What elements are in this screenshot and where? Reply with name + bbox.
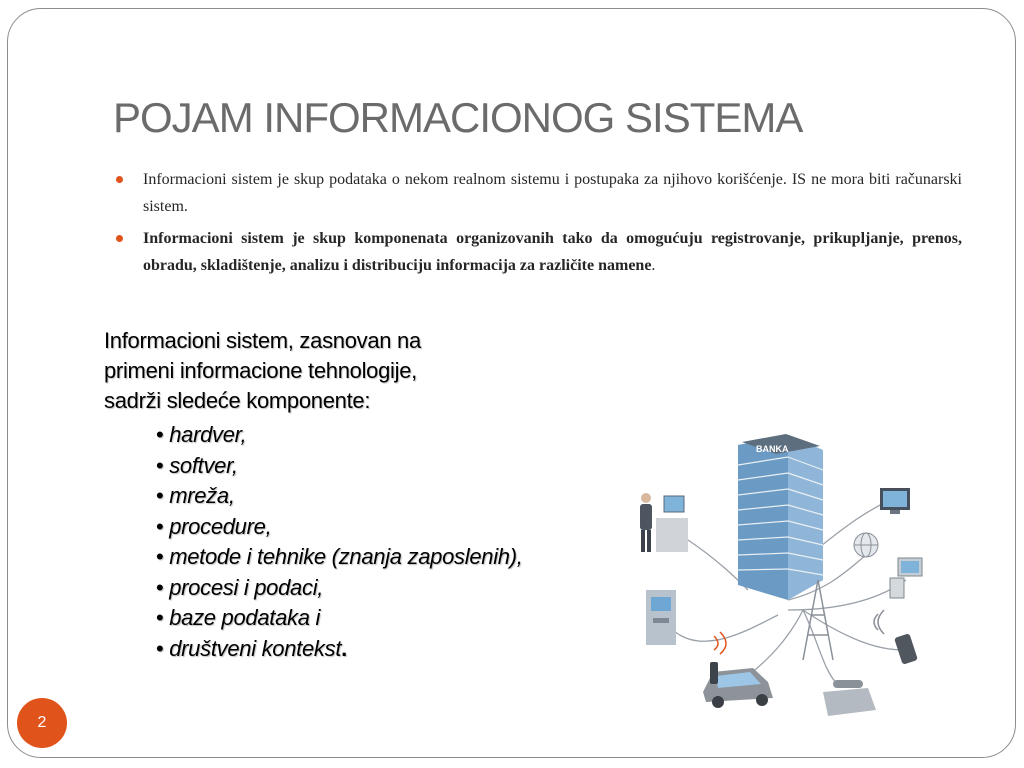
component-item: • hardver, xyxy=(156,422,247,447)
definition-item: Informacioni sistem je skup podataka o n… xyxy=(116,166,962,220)
page-number-badge: 2 xyxy=(17,698,67,748)
intro-line: primeni informacione tehnologije, xyxy=(104,358,417,383)
components-list: • hardver, • softver, • mreža, • procedu… xyxy=(156,420,523,664)
desk-phone-icon xyxy=(823,680,876,716)
component-text: mreža, xyxy=(169,483,235,508)
component-text: softver, xyxy=(169,452,238,478)
atm-icon xyxy=(646,590,676,645)
slide-title: POJAM INFORMACIONOG SISTEMA xyxy=(113,94,803,141)
component-end: . xyxy=(341,635,347,661)
intro-line: Informacioni sistem, zasnovan na xyxy=(104,328,421,353)
definition-item: Informacioni sistem je skup komponenata … xyxy=(116,225,962,279)
component-text: baze podataka i xyxy=(169,605,321,630)
component-item: • procesi i podaci, xyxy=(156,574,324,600)
smartphone-icon xyxy=(894,633,918,665)
component-text: društveni kontekst xyxy=(169,635,342,661)
component-item: • društveni kontekst. xyxy=(156,635,347,661)
component-text: metode i tehnike (znanja zaposlenih), xyxy=(169,544,523,569)
bank-building-icon: BANKA xyxy=(737,434,824,600)
desktop-computer-icon xyxy=(889,557,923,599)
intro-line: sadrži sledeće komponente: xyxy=(104,388,371,413)
globe-icon xyxy=(853,532,879,558)
monitor-icon xyxy=(880,488,910,514)
antenna-tower-icon xyxy=(802,579,834,661)
components-intro: Informacioni sistem, zasnovan na primeni… xyxy=(104,326,524,416)
bank-sign: BANKA xyxy=(756,444,789,454)
component-item: • softver, xyxy=(156,452,238,478)
component-item: • baze podataka i xyxy=(156,605,321,630)
network-illustration: BANKA xyxy=(640,434,923,716)
component-item: • procedure, xyxy=(156,513,272,539)
definition-text: Informacioni sistem je skup podataka o n… xyxy=(143,171,962,215)
person-at-computer-icon xyxy=(640,493,688,552)
mobile-phone-icon xyxy=(710,662,718,684)
component-item: • mreža, xyxy=(156,483,235,508)
bullet-dot-icon xyxy=(116,235,123,242)
component-item: • metode i tehnike (znanja zaposlenih), xyxy=(156,544,523,569)
slide-frame xyxy=(7,8,1016,758)
bullet-dot-icon xyxy=(116,176,123,183)
component-text: procesi i podaci, xyxy=(169,574,324,600)
component-text: hardver, xyxy=(169,422,247,447)
signal-icon xyxy=(713,631,727,655)
definition-list: Informacioni sistem je skup podataka o n… xyxy=(116,166,962,284)
definition-tail: . xyxy=(651,257,656,274)
car-icon xyxy=(703,668,773,708)
component-text: procedure, xyxy=(169,513,272,539)
definition-text: Informacioni sistem je skup komponenata … xyxy=(143,230,962,274)
